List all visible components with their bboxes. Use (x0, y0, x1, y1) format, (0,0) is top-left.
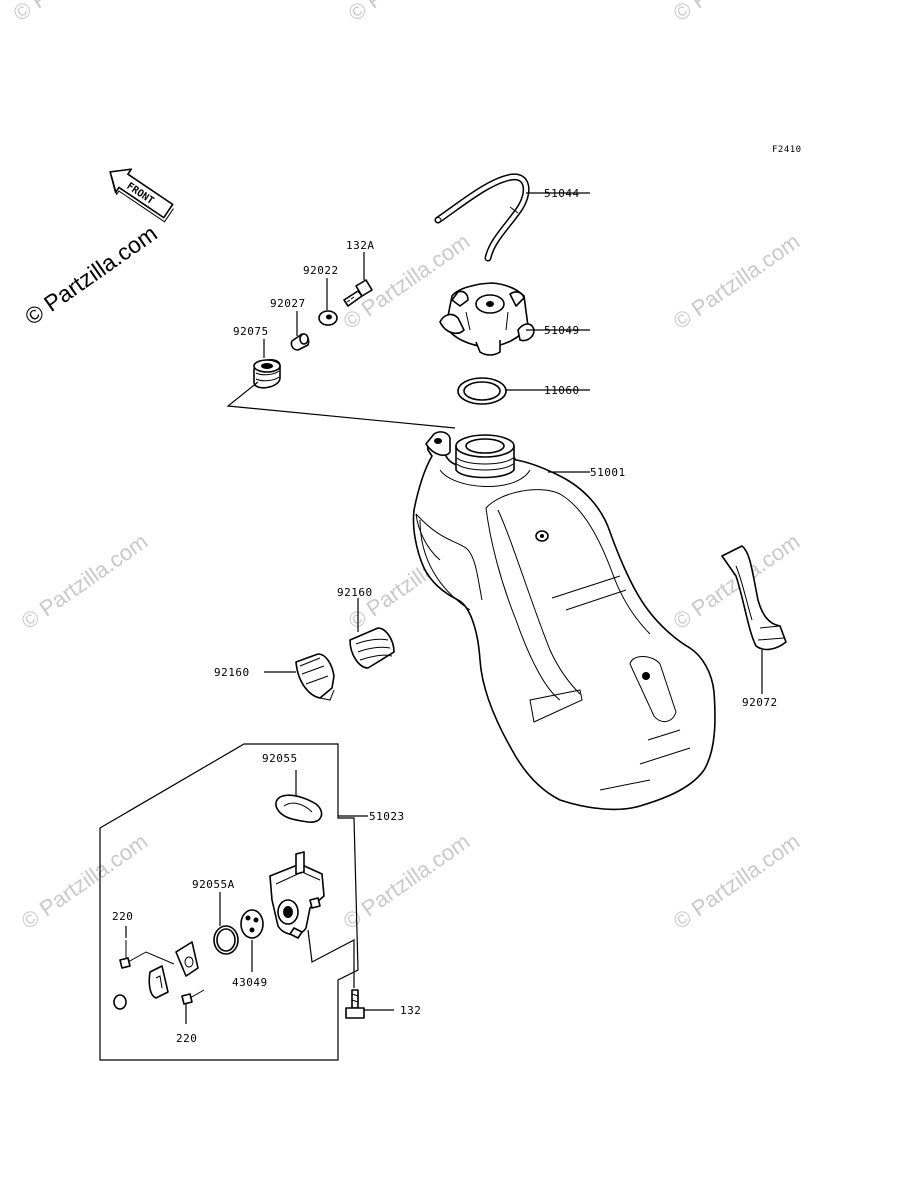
fuel-line-part[interactable] (434, 173, 530, 262)
fuel-cap-part[interactable] (439, 282, 535, 356)
watermark: © Partzilla.com (669, 0, 805, 26)
part-label-51001[interactable]: 51001 (590, 466, 626, 479)
part-label-51049[interactable]: 51049 (544, 324, 580, 337)
watermark: © Partzilla.com (17, 529, 153, 635)
part-label-92055a[interactable]: 92055A (192, 878, 235, 891)
collar-92027-part[interactable] (290, 333, 310, 351)
part-label-92022[interactable]: 92022 (303, 264, 339, 277)
part-label-43049[interactable]: 43049 (232, 976, 268, 989)
part-label-92160-upper[interactable]: 92160 (337, 586, 373, 599)
screw-lower-part[interactable] (181, 993, 193, 1005)
part-label-51023[interactable]: 51023 (369, 810, 405, 823)
lever-plate-part[interactable] (148, 941, 199, 999)
part-label-92055[interactable]: 92055 (262, 752, 298, 765)
tank-band-part[interactable] (721, 545, 787, 651)
small-o-ring-part[interactable] (113, 994, 127, 1010)
part-label-11060[interactable]: 11060 (544, 384, 580, 397)
watermark: © Partzilla.com (669, 229, 805, 335)
washer-92022-part[interactable] (318, 310, 338, 326)
part-label-132a[interactable]: 132A (346, 239, 375, 252)
part-label-92027[interactable]: 92027 (270, 297, 306, 310)
part-label-92160-lower[interactable]: 92160 (214, 666, 250, 679)
watermark: © Partzilla.com (669, 829, 805, 935)
fuel-cock-body-part[interactable] (269, 851, 325, 939)
watermark: © Partzilla.com (9, 0, 145, 26)
part-label-220-lower[interactable]: 220 (176, 1032, 197, 1045)
watermark: © Partzilla.com (669, 529, 805, 635)
part-label-92072[interactable]: 92072 (742, 696, 778, 709)
part-label-92075[interactable]: 92075 (233, 325, 269, 338)
partzilla-watermark-main: © Partzilla.com (20, 220, 162, 330)
screw-upper-part[interactable] (119, 940, 131, 969)
petcock-gasket-part[interactable] (275, 794, 323, 823)
watermarks: © Partzilla.com © Partzilla.com © Partzi… (9, 0, 805, 934)
cushion-upper-part[interactable] (349, 627, 395, 669)
bolt-132-part[interactable] (345, 989, 365, 1019)
o-ring-part[interactable] (213, 925, 239, 955)
valve-part[interactable] (240, 909, 264, 939)
part-label-51044[interactable]: 51044 (544, 187, 580, 200)
watermark: © Partzilla.com (344, 0, 480, 26)
cap-gasket-part[interactable] (457, 377, 507, 405)
cushion-lower-part[interactable] (295, 653, 335, 701)
damper-92075-part[interactable] (253, 358, 281, 389)
front-arrow-icon: FRONT (109, 168, 174, 223)
watermark: © Partzilla.com (339, 829, 475, 935)
fuel-cock-assembly-box (99, 743, 359, 1061)
part-label-220-upper[interactable]: 220 (112, 910, 133, 923)
fuel-tank-part[interactable] (412, 431, 716, 811)
part-label-132[interactable]: 132 (400, 1004, 421, 1017)
diagram-code: F2410 (772, 145, 802, 155)
bolt-132a-part[interactable] (343, 279, 373, 307)
